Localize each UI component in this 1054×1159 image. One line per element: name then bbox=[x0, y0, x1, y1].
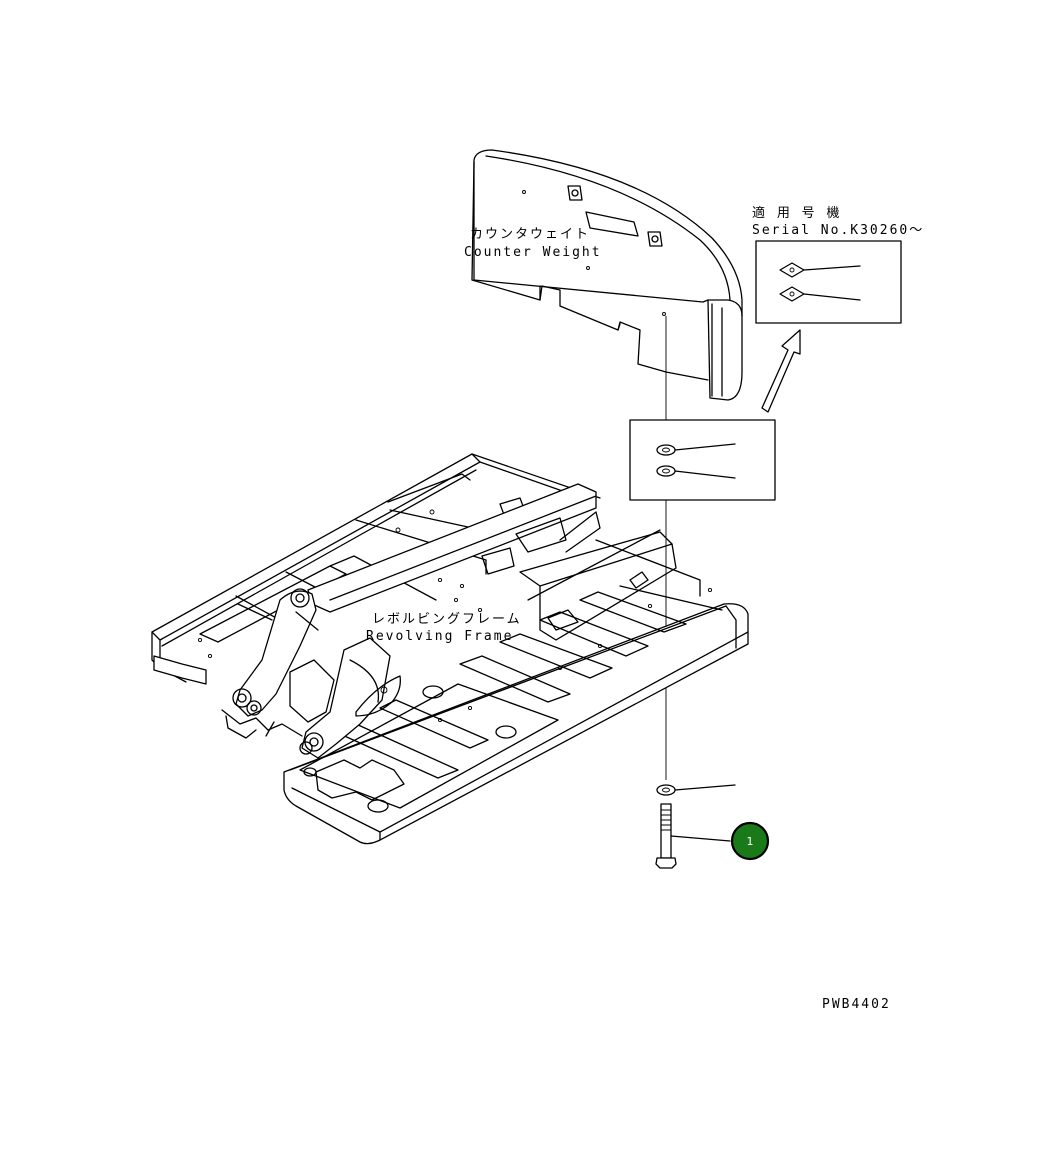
revolving-frame-label-en: Revolving Frame bbox=[366, 629, 513, 644]
counterweight-label-ja: カウンタウェイト bbox=[470, 227, 590, 242]
callout-number: 1 bbox=[747, 835, 754, 848]
inset-arrow bbox=[761, 329, 801, 413]
drawing-number: PWB4402 bbox=[822, 997, 891, 1012]
callout-circle bbox=[730, 821, 770, 861]
serial-inset-box bbox=[755, 240, 902, 324]
applicable-serial-heading: 適 用 号 機 bbox=[752, 205, 841, 221]
callout-badge-1[interactable]: 1 bbox=[730, 821, 770, 861]
counterweight-label-en: Counter Weight bbox=[464, 245, 602, 260]
standard-washer-box bbox=[629, 419, 776, 501]
revolving-frame-label-ja: レボルビングフレーム bbox=[372, 612, 522, 627]
serial-number-range: Serial No.K30260～ bbox=[752, 223, 924, 238]
bottom-washer bbox=[656, 784, 736, 796]
bolt bbox=[655, 803, 731, 869]
counterweight bbox=[471, 149, 743, 401]
revolving-frame bbox=[151, 453, 749, 845]
